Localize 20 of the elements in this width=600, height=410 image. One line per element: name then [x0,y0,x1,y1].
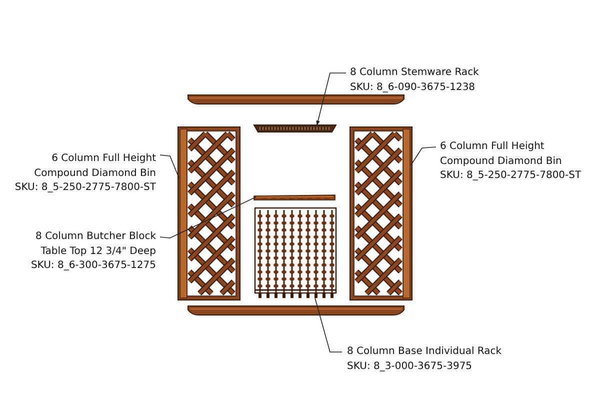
leader-line [410,146,436,166]
stemware-rack-drawing [253,124,337,132]
sku-number: SKU: 8_5-250-2775-7800-ST [440,169,582,183]
part-name: 8 Column Base Individual Rack [347,345,503,359]
wine-rack-drawing [254,207,337,298]
diamond-bin-drawing [178,126,240,300]
part-name: 6 Column Full Height Compound Diamond Bin [440,140,563,168]
sku-number: SKU: 8_6-090-3675-1238 [350,80,476,94]
part-name: 6 Column Full Height Compound Diamond Bin [33,152,156,180]
leader-line [316,72,346,126]
diamond-bin-drawing [350,126,412,300]
part-name: 8 Column Stemware Rack [350,66,480,80]
leader-line [160,196,256,238]
sku-number: SKU: 8_3-000-3675-3975 [347,360,474,374]
part-name: 8 Column Butcher Block Table Top 12 3/4" Deep [34,230,156,258]
leader-line [160,154,180,178]
leader-line [314,298,342,352]
table-top-drawing [254,194,336,200]
sku-number: SKU: 8_5-250-2775-7800-ST [14,181,156,195]
sku-number: SKU: 8_6-300-3675-1275 [30,259,156,273]
